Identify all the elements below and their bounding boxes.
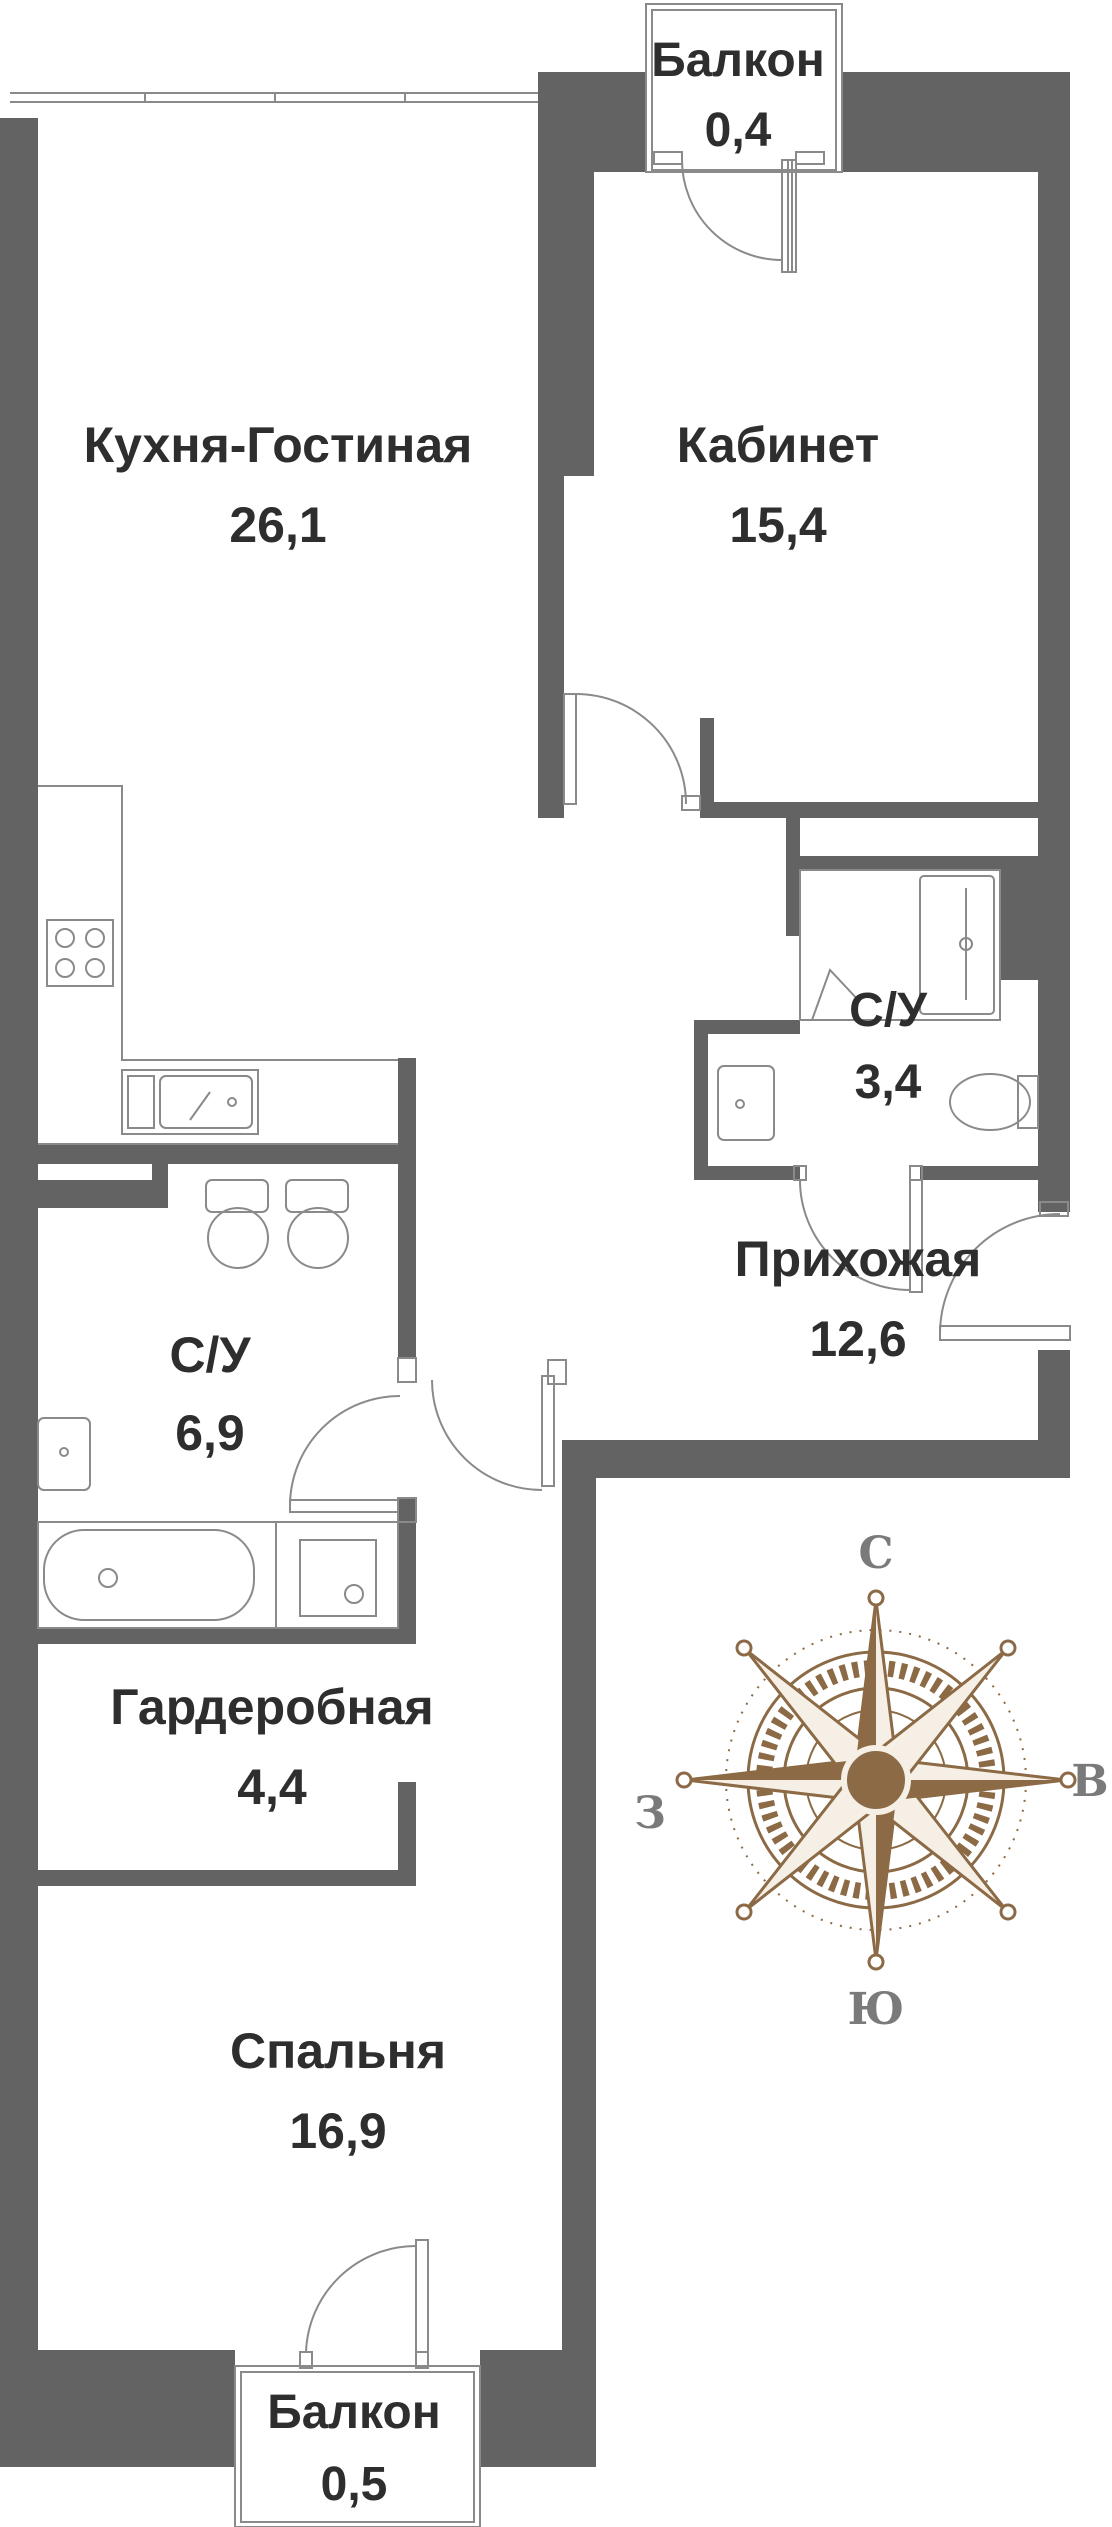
room-area: 0,4: [705, 104, 772, 157]
balcony-top: [645, 3, 843, 173]
room-name: Кухня-Гостиная: [84, 417, 473, 473]
compass-label-north: С: [858, 1528, 893, 1579]
balcony-top-door: [653, 151, 825, 273]
office-door: [563, 693, 701, 811]
room-label-hall: Прихожая 12,6: [735, 1231, 982, 1367]
room-name: Кабинет: [677, 417, 879, 473]
room-name: Балкон: [651, 34, 824, 87]
room-label-bathroom-big: С/У 6,9: [169, 1327, 251, 1461]
big-bathroom-fixtures: [37, 1179, 399, 1629]
balcony-bottom: [234, 2365, 481, 2527]
walls: [0, 72, 1070, 2467]
room-area: 6,9: [175, 1405, 245, 1461]
compass-center: [841, 1745, 911, 1815]
room-name: С/У: [849, 984, 928, 1037]
room-name: Гардеробная: [110, 1679, 434, 1735]
room-label-bedroom: Спальня 16,9: [230, 2023, 446, 2159]
compass-tips: [675, 1589, 1077, 1971]
room-label-balcony-top: Балкон 0,4: [651, 34, 824, 157]
room-name: Спальня: [230, 2023, 446, 2079]
room-area: 26,1: [229, 497, 326, 553]
room-name: Прихожая: [735, 1231, 982, 1287]
room-label-balcony-bottom: Балкон 0,5: [267, 2386, 440, 2511]
room-area: 0,5: [321, 2458, 388, 2511]
sink-icon: [121, 1069, 259, 1135]
room-area: 12,6: [809, 1311, 906, 1367]
room-label-wardrobe: Гардеробная 4,4: [110, 1679, 434, 1815]
small-bathroom-fixtures: [717, 869, 1039, 1141]
room-name: С/У: [169, 1327, 251, 1383]
balcony-bottom-door: [299, 2239, 429, 2369]
room-area: 16,9: [289, 2103, 386, 2159]
room-name: Балкон: [267, 2386, 440, 2439]
compass-label-west: З: [634, 1788, 666, 1839]
compass-rose: [675, 1589, 1077, 1971]
compass-star-shading: [686, 1600, 1066, 1960]
room-area: 4,4: [237, 1759, 307, 1815]
entrance-door: [939, 1201, 1071, 1341]
compass-label-east: В: [1071, 1756, 1108, 1807]
room-area: 3,4: [855, 1056, 922, 1109]
big-bathroom-door: [289, 1357, 567, 1523]
stove-icon: [46, 919, 114, 987]
room-area: 15,4: [729, 497, 827, 553]
compass-label-south: Ю: [848, 1984, 905, 2035]
room-label-kitchen: Кухня-Гостиная 26,1: [84, 417, 473, 553]
small-bathroom-door: [793, 1165, 923, 1293]
room-label-bathroom-small: С/У 3,4: [849, 984, 928, 1109]
room-label-office: Кабинет 15,4: [677, 417, 879, 553]
kitchen-counter: [38, 785, 398, 1145]
window-top-left: [10, 92, 540, 103]
